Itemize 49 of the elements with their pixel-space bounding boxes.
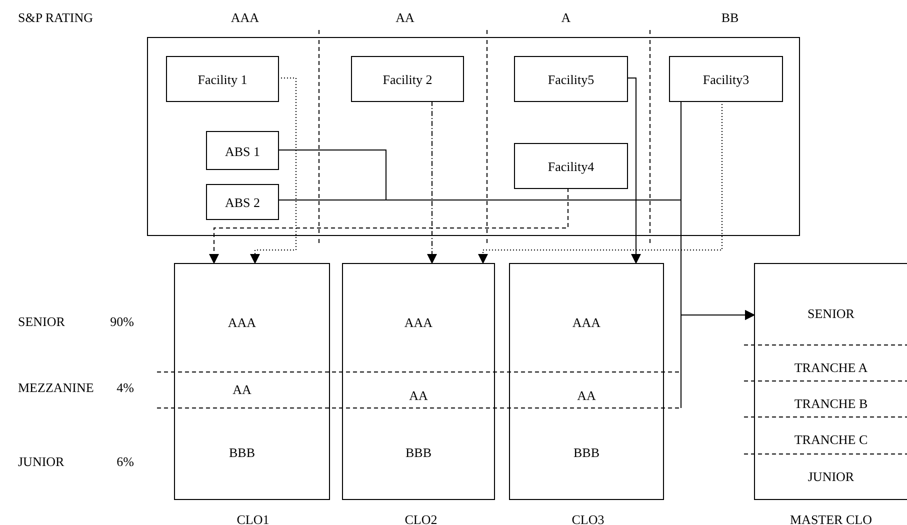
tranche-label: JUNIOR xyxy=(806,469,856,485)
tranche-percent: 6% xyxy=(116,454,134,470)
arrow xyxy=(680,100,755,320)
tranche-label: AAA xyxy=(571,315,602,331)
frame-box xyxy=(147,37,800,236)
node-label: Facility3 xyxy=(702,72,750,88)
facility-box xyxy=(669,56,783,102)
node-label: ABS 1 xyxy=(224,144,262,160)
tranche-name: SENIOR xyxy=(18,314,65,330)
clo-name: CLO3 xyxy=(570,512,606,525)
tranche-percent: 90% xyxy=(109,314,134,330)
clo-name: MASTER CLO xyxy=(789,512,873,525)
clo-name: CLO2 xyxy=(404,512,438,525)
tranche-label: BBB xyxy=(572,445,600,461)
facility-box xyxy=(206,131,279,170)
facility-box xyxy=(514,56,628,102)
facility-box xyxy=(514,143,628,189)
tranche-label: TRANCHE B xyxy=(793,396,869,412)
tranche-label: AAA xyxy=(226,315,258,331)
clo-name: CLO1 xyxy=(236,512,270,525)
facility-box xyxy=(206,184,279,220)
arrow xyxy=(427,100,437,264)
tranche-label: BBB xyxy=(404,445,432,461)
tranche-label: BBB xyxy=(228,445,256,461)
tranche-name: JUNIOR xyxy=(18,454,64,470)
rating-label: BB xyxy=(720,10,740,26)
arrow xyxy=(250,78,296,264)
rating-header: S&P RATING xyxy=(18,10,94,26)
rating-label: AAA xyxy=(230,10,260,26)
rating-label: A xyxy=(560,10,572,26)
arrow xyxy=(209,188,568,264)
tranche-label: AA xyxy=(408,388,429,404)
facility-box xyxy=(351,56,464,102)
arrow xyxy=(626,78,641,264)
tranche-label: TRANCHE C xyxy=(793,432,869,448)
tranche-label: AA xyxy=(232,382,252,398)
tranche-percent: 4% xyxy=(116,380,134,396)
node-label: ABS 2 xyxy=(224,195,262,211)
node-label: Facility 2 xyxy=(382,72,434,88)
rating-label: AA xyxy=(394,10,416,26)
tranche-label: AAA xyxy=(403,315,434,331)
tranche-label: AA xyxy=(576,388,597,404)
node-label: Facility5 xyxy=(546,72,596,88)
tranche-label: SENIOR xyxy=(806,306,856,322)
tranche-label: TRANCHE A xyxy=(793,360,869,376)
facility-box xyxy=(166,56,279,102)
node-label: Facility 1 xyxy=(196,72,248,88)
node-label: Facility4 xyxy=(546,159,596,175)
tranche-name: MEZZANINE xyxy=(18,380,94,396)
